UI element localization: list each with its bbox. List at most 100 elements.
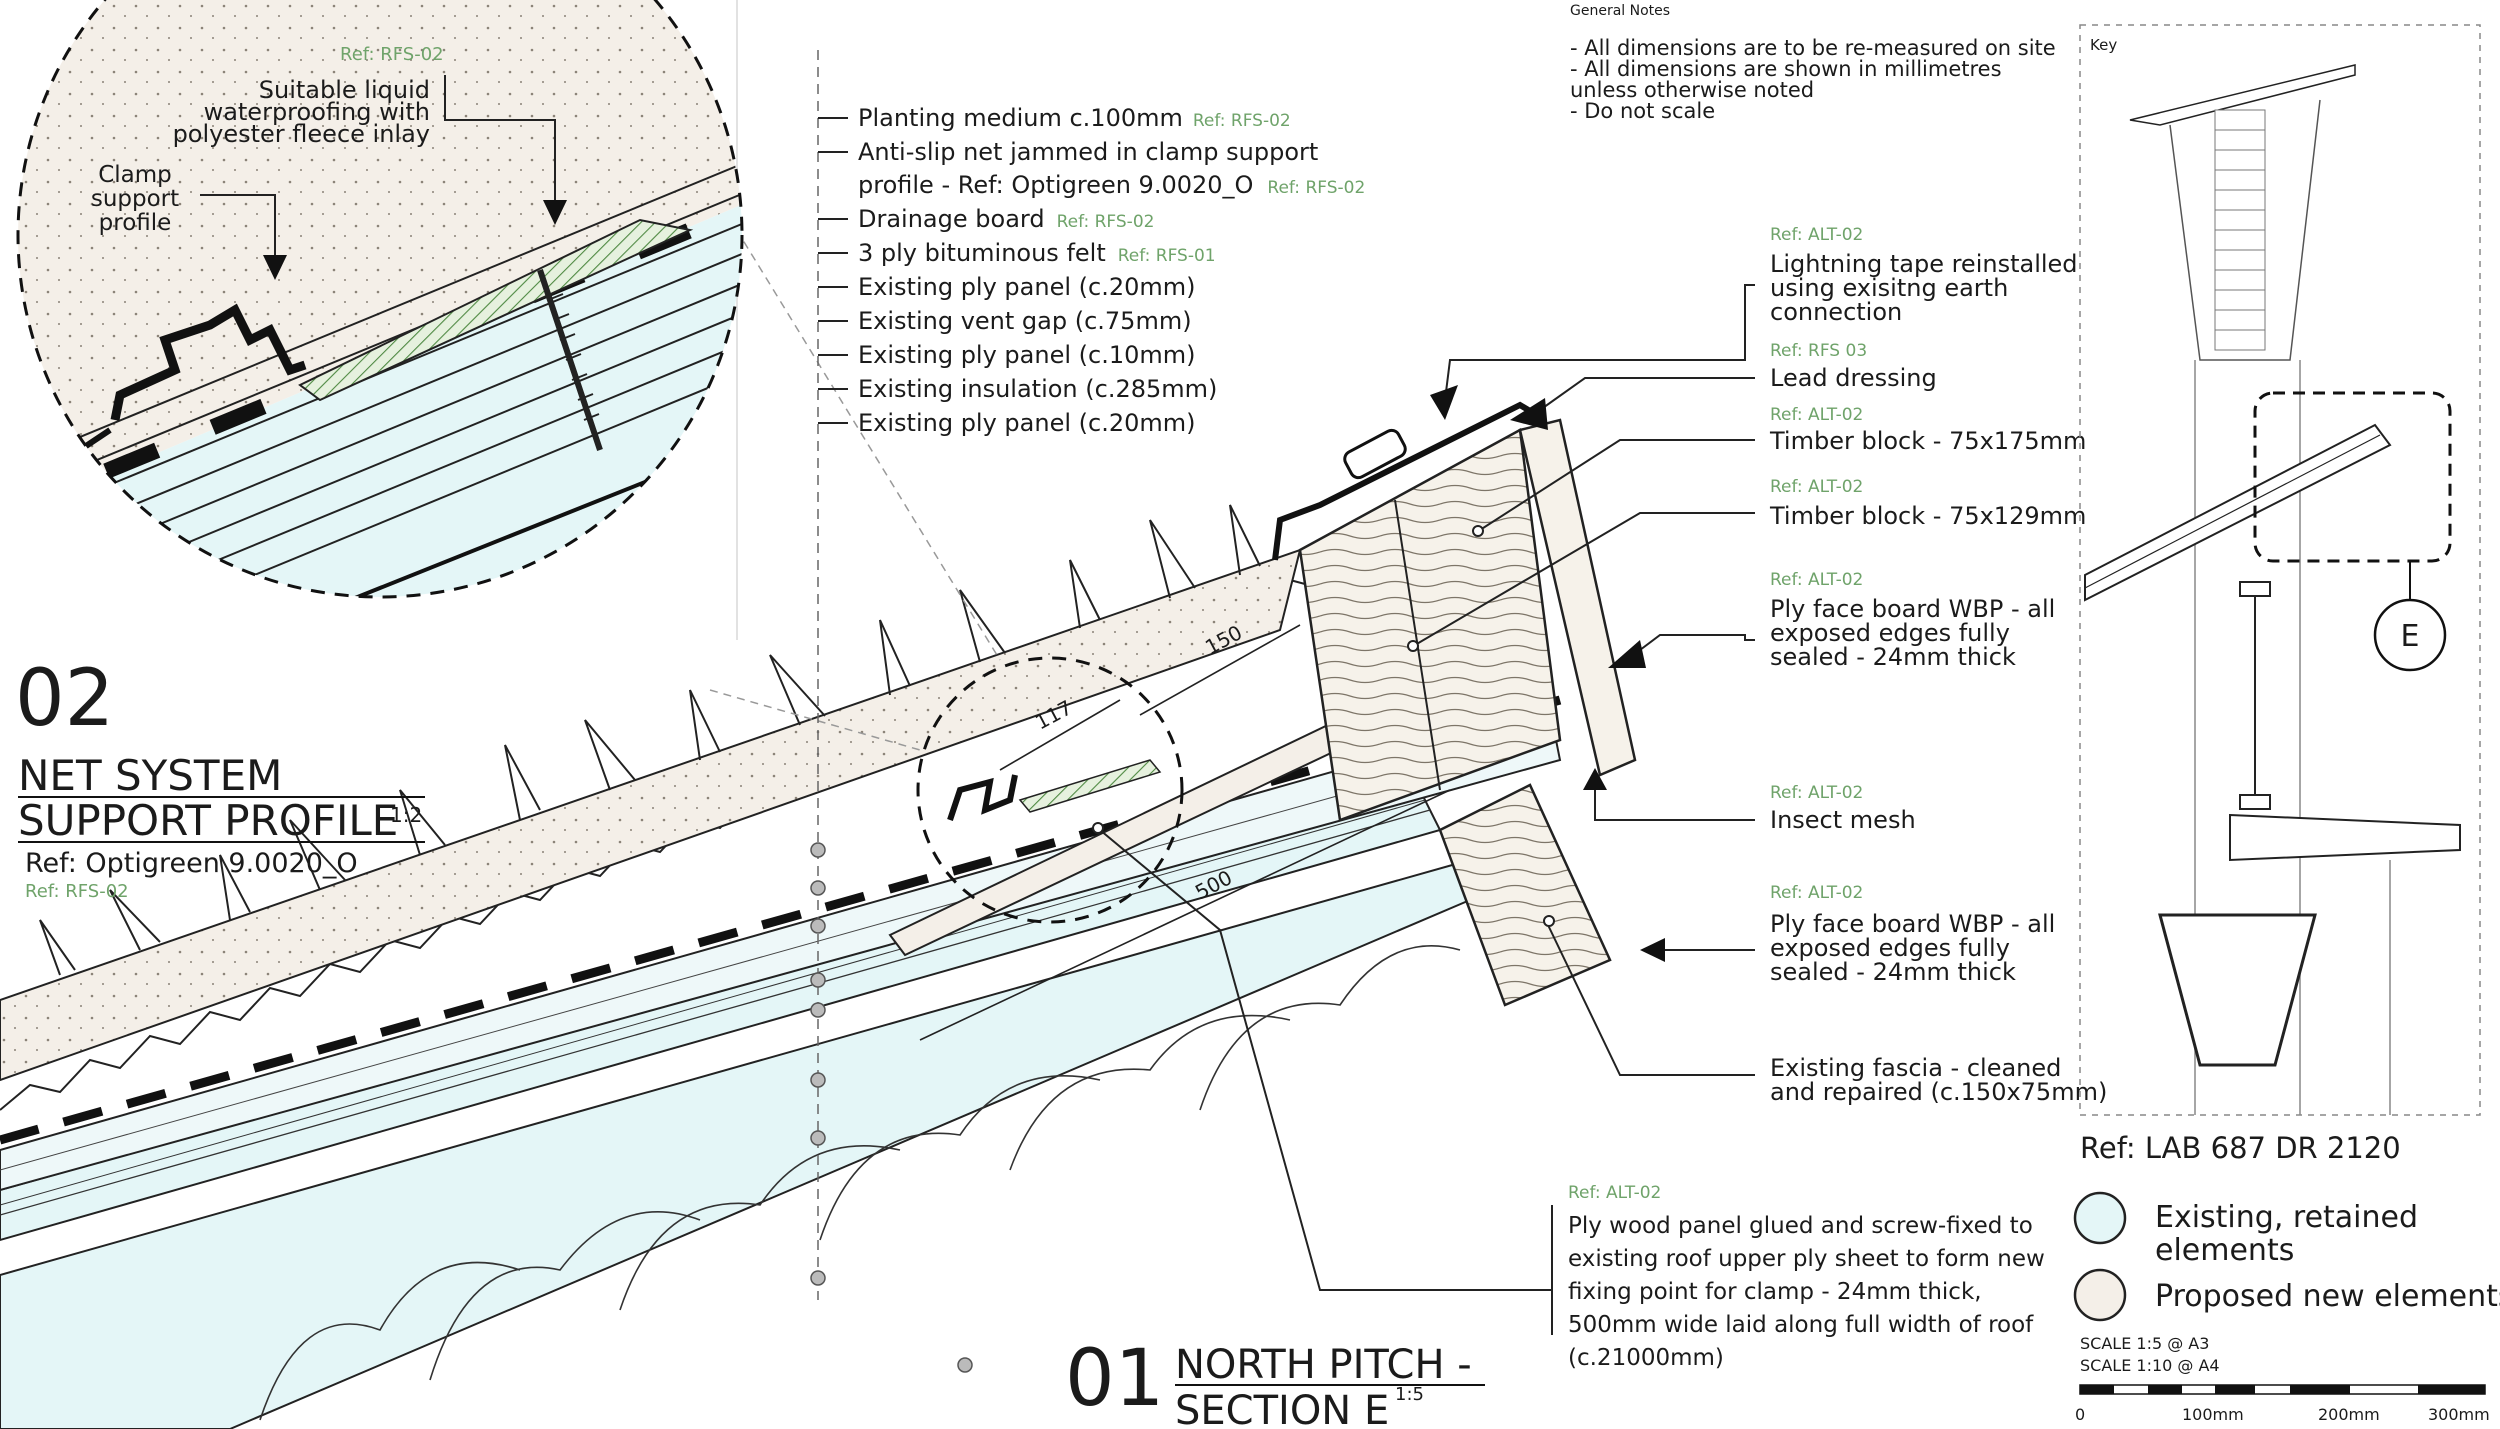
waterproofing-label-1: Suitable liquid	[259, 76, 430, 104]
clamp-profile	[110, 303, 307, 421]
key-marker: E	[2401, 619, 2420, 654]
svg-text:Ply wood panel glued and screw: Ply wood panel glued and screw-fixed to	[1568, 1213, 2033, 1239]
svg-text:Ref: ALT-02: Ref: ALT-02	[1770, 570, 1863, 590]
detail-title-2: SUPPORT PROFILE	[18, 796, 398, 845]
svg-text:fixing point for clamp - 24mm: fixing point for clamp - 24mm thick,	[1568, 1279, 1982, 1305]
section-01-title: 01 NORTH PITCH - SECTION E 1:5	[1065, 1334, 1485, 1429]
existing-fascia	[1438, 783, 1612, 1007]
svg-text:100mm: 100mm	[2182, 1405, 2244, 1424]
general-notes-title: General Notes	[1570, 3, 1670, 19]
section-scale: 1:5	[1395, 1384, 1424, 1405]
svg-text:Lead dressing: Lead dressing	[1770, 364, 1937, 392]
svg-text:exposed edges fully: exposed edges fully	[1770, 619, 2010, 647]
svg-text:Ref: ALT-02: Ref: ALT-02	[1568, 1183, 1661, 1203]
timber-block-175	[1298, 428, 1562, 822]
legend-label-existing-2: elements	[2155, 1233, 2294, 1268]
grass-blades	[39, 504, 1261, 976]
detail-subref: Ref: Optigreen 9.0020_O	[25, 848, 358, 879]
svg-text:Ref: ALT-02: Ref: ALT-02	[1770, 405, 1863, 425]
svg-text:Ref: ALT-02: Ref: ALT-02	[1770, 225, 1863, 245]
svg-text:using exisitng earth: using exisitng earth	[1770, 274, 2008, 302]
bituminous-felt	[0, 695, 1562, 1145]
svg-text:Existing fascia - cleaned: Existing fascia - cleaned	[1770, 1054, 2061, 1082]
svg-text:Anti-slip net jammed in clamp: Anti-slip net jammed in clamp support	[858, 138, 1318, 166]
legend-swatch-existing	[2073, 1191, 2127, 1245]
svg-text:Ref: RFS 03: Ref: RFS 03	[1770, 341, 1867, 361]
svg-text:Timber block - 75x175mm: Timber block - 75x175mm	[1769, 427, 2086, 455]
svg-text:sealed - 24mm thick: sealed - 24mm thick	[1770, 958, 2016, 986]
clamp-label-1: Clamp	[98, 162, 172, 188]
detail-circle-outline	[16, 0, 744, 599]
layer-9: Existing ply panel (c.20mm)	[858, 409, 1196, 437]
layer-6: Existing vent gap (c.75mm)	[858, 307, 1192, 335]
waterproofing-small	[1018, 759, 1162, 813]
note-line-0: - All dimensions are to be re-measured o…	[1570, 36, 2056, 60]
svg-text:sealed - 24mm thick: sealed - 24mm thick	[1770, 643, 2016, 671]
detail-02-circle: Ref: RFS-02 Suitable liquid waterproofin…	[16, 0, 744, 599]
section-number: 01	[1065, 1334, 1164, 1424]
note-line-3: - Do not scale	[1570, 99, 1715, 123]
svg-text:200mm: 200mm	[2318, 1405, 2380, 1424]
svg-text:(c.21000mm): (c.21000mm)	[1568, 1345, 1724, 1371]
svg-text:500mm wide laid along full wid: 500mm wide laid along full width of roof	[1568, 1312, 2034, 1338]
svg-text:Ref: ALT-02: Ref: ALT-02	[1770, 883, 1863, 903]
svg-text:Ref: ALT-02: Ref: ALT-02	[1770, 477, 1863, 497]
detail-scale: 1:2	[390, 803, 422, 827]
leader-dots	[810, 842, 973, 1373]
svg-text:existing roof upper ply sheet: existing roof upper ply sheet to form ne…	[1568, 1246, 2045, 1272]
svg-text:300mm: 300mm	[2428, 1405, 2490, 1424]
scale-line-2: SCALE 1:10 @ A4	[2080, 1356, 2220, 1375]
svg-text:0: 0	[2075, 1405, 2085, 1424]
note-line-2: unless otherwise noted	[1570, 78, 1814, 102]
key-ref: Ref: LAB 687 DR 2120	[2080, 1131, 2401, 1165]
scale-line-1: SCALE 1:5 @ A3	[2080, 1334, 2209, 1353]
svg-text:Timber block - 75x129mm: Timber block - 75x129mm	[1769, 502, 2086, 530]
waterproofing-label-3: polyester fleece inlay	[173, 120, 430, 148]
bottom-note: Ref: ALT-02 Ply wood panel glued and scr…	[1092, 822, 2045, 1371]
clamp-label-3: profile	[99, 210, 172, 236]
layer-2: profile - Ref: Optigreen 9.0020_O	[858, 171, 1253, 199]
key-marker-circle	[2373, 598, 2447, 672]
layer-5: Existing ply panel (c.20mm)	[858, 273, 1196, 301]
layer-0: Planting medium c.100mm	[858, 104, 1183, 132]
waterproofing-label-2: waterproofing with	[204, 98, 430, 126]
section-title-1: NORTH PITCH -	[1175, 1342, 1472, 1388]
detail-callout-ref: Ref: RFS-02	[340, 44, 444, 65]
svg-text:exposed edges fully: exposed edges fully	[1770, 934, 2010, 962]
layer-7: Existing ply panel (c.10mm)	[858, 341, 1196, 369]
detail-title-1: NET SYSTEM	[18, 751, 282, 800]
layer-8: Existing insulation (c.285mm)	[858, 375, 1217, 403]
legend-swatch-proposed	[2073, 1268, 2127, 1322]
svg-text:Lightning tape reinstalled: Lightning tape reinstalled	[1770, 250, 2078, 278]
layer-4: 3 ply bituminous felt	[858, 239, 1106, 267]
svg-text:Ply face board WBP - all: Ply face board WBP - all	[1770, 595, 2055, 623]
layer-3: Drainage board	[858, 205, 1045, 233]
legend-label-existing-1: Existing, retained	[2155, 1200, 2418, 1235]
key-panel: Key E Ref: LAB 687 DR 2120	[2079, 24, 2481, 1165]
detail-number: 02	[15, 654, 114, 744]
waterproofing	[298, 218, 694, 402]
right-notes: Ref: ALT-02 Lightning tape reinstalled u…	[1407, 225, 2107, 1106]
legend-label-proposed: Proposed new elements	[2155, 1279, 2500, 1314]
key-detail-box	[2253, 391, 2452, 563]
layer-1: Anti-slip net jammed in clamp support	[858, 138, 1318, 166]
legend: Existing, retained elements Proposed new…	[2073, 1191, 2500, 1322]
svg-text:Ply face board WBP - all: Ply face board WBP - all	[1770, 910, 2055, 938]
key-title: Key	[2090, 36, 2117, 54]
detail-02-title: 02 NET SYSTEM SUPPORT PROFILE 1:2 Ref: O…	[15, 654, 425, 902]
insulation-batts	[259, 945, 1461, 1421]
lightning-tape	[1343, 428, 1407, 480]
svg-text:Insect mesh: Insect mesh	[1770, 806, 1916, 834]
section-title-2: SECTION E	[1175, 1388, 1389, 1429]
existing-insulation	[0, 858, 1471, 1429]
general-notes: General Notes - All dimensions are to be…	[1570, 3, 2056, 123]
detail-ref: Ref: RFS-02	[25, 881, 129, 902]
scale-bar: SCALE 1:5 @ A3 SCALE 1:10 @ A4 0 100mm 2…	[2075, 1334, 2490, 1424]
svg-text:Ref: ALT-02: Ref: ALT-02	[1770, 783, 1863, 803]
detail-marker-circle	[916, 656, 1184, 924]
